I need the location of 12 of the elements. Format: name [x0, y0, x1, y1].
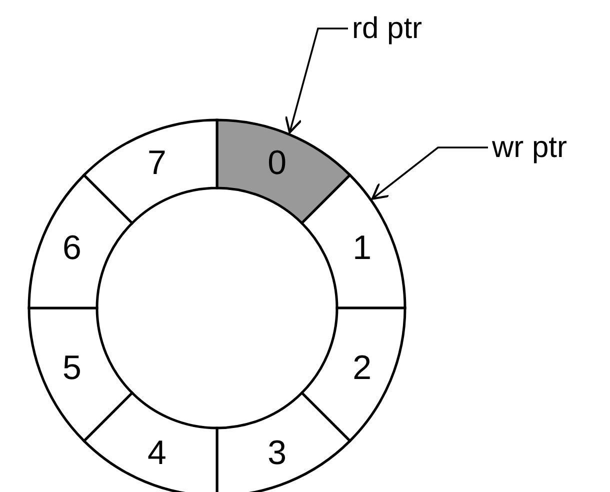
pointer-label: rd ptr [352, 12, 422, 45]
slot-number: 1 [352, 230, 372, 265]
leader-arrow [284, 28, 348, 134]
slot-number: 3 [268, 436, 287, 470]
pointer-label: wr ptr [492, 131, 567, 164]
slot-number: 5 [62, 351, 82, 386]
leader-arrow [371, 146, 488, 200]
slot-number: 7 [147, 146, 166, 180]
slot-number: 6 [62, 230, 82, 265]
slot-number: 4 [147, 436, 166, 470]
slot-number: 0 [268, 146, 287, 180]
slot-number: 2 [352, 351, 372, 386]
